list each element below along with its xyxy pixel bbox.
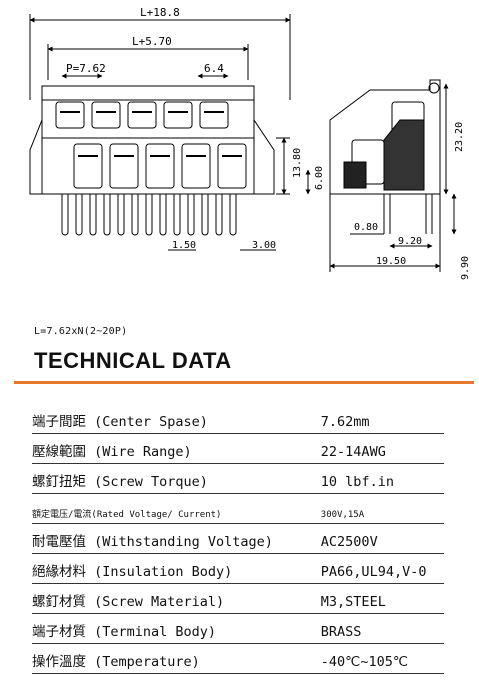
spec-value: BRASS [308, 613, 444, 644]
spec-label: 壓線範圍 (Wire Range) [32, 433, 309, 464]
spec-value: 10 lbf.in [308, 463, 444, 494]
dim-height-label: 13.80 [292, 148, 303, 178]
dim-total-label: L+18.8 [140, 6, 180, 19]
screw-row-lower [73, 143, 247, 189]
spec-label: 螺釘材質 (Screw Material) [32, 583, 309, 614]
spec-row: 端子間距 (Center Spase) 7.62mm [32, 404, 444, 434]
side-view [329, 79, 457, 272]
dim-side-inner-label: 9.20 [398, 236, 422, 247]
dim-pin-height-label: 6.00 [314, 166, 325, 190]
spec-row: 耐電壓值 (Withstanding Voltage) AC2500V [32, 523, 444, 554]
spec-row: 壓線範圍 (Wire Range) 22-14AWG [32, 433, 444, 464]
spec-value: PA66,UL94,V-0 [308, 553, 444, 584]
dim-pin-spacing-label: 3.00 [252, 240, 276, 251]
technical-drawing: L+18.8 L+5.70 P=7.62 6.4 1.50 3.00 13.80… [29, 6, 471, 280]
spec-row: 端子材質 (Terminal Body) BRASS [32, 613, 444, 644]
spec-value: 7.62mm [308, 404, 444, 434]
spec-row: 絕緣材料 (Insulation Body) PA66,UL94,V-0 [32, 553, 444, 584]
spec-value: -40℃~105℃ [308, 643, 444, 674]
dim-inner-label: L+5.70 [132, 35, 172, 48]
spec-label: 額定電压/電流(Rated Voltage/ Current) [32, 493, 309, 524]
screw-row-upper [55, 101, 229, 129]
spec-value: AC2500V [308, 523, 444, 554]
length-formula: L=7.62xN(2~20P) [34, 326, 128, 337]
dim-gap-label: 6.4 [204, 62, 224, 75]
spec-value: 300V,15A [308, 493, 444, 524]
spec-label: 絕緣材料 (Insulation Body) [32, 553, 309, 584]
spec-value: M3,STEEL [308, 583, 444, 614]
dim-pin-thickness-label: 0.80 [354, 222, 378, 233]
spec-label: 耐電壓值 (Withstanding Voltage) [32, 523, 309, 554]
spec-row: 額定電压/電流(Rated Voltage/ Current) 300V,15A [32, 493, 444, 524]
section-divider [14, 381, 474, 384]
dim-pitch-label: P=7.62 [66, 62, 106, 75]
front-view [29, 14, 311, 251]
spec-row: 螺釘材質 (Screw Material) M3,STEEL [32, 583, 444, 614]
dim-pin-length-label: 9.90 [460, 256, 471, 280]
spec-label: 端子材質 (Terminal Body) [32, 613, 309, 644]
pins [61, 194, 237, 236]
spec-row: 螺釘扭矩 (Screw Torque) 10 lbf.in [32, 463, 444, 494]
spec-label: 操作溫度 (Temperature) [32, 643, 309, 674]
dim-side-height-label: 23.20 [454, 122, 465, 152]
spec-row: 操作溫度 (Temperature) -40℃~105℃ [32, 643, 444, 674]
section-title: TECHNICAL DATA [34, 348, 232, 373]
spec-value: 22-14AWG [308, 433, 444, 464]
spec-label: 螺釘扭矩 (Screw Torque) [32, 463, 309, 494]
dim-pin-width-label: 1.50 [172, 240, 196, 251]
spec-label: 端子間距 (Center Spase) [32, 404, 309, 434]
spec-table: 端子間距 (Center Spase) 7.62mm 壓線範圍 (Wire Ra… [32, 404, 444, 674]
dim-side-width-label: 19.50 [376, 256, 406, 267]
